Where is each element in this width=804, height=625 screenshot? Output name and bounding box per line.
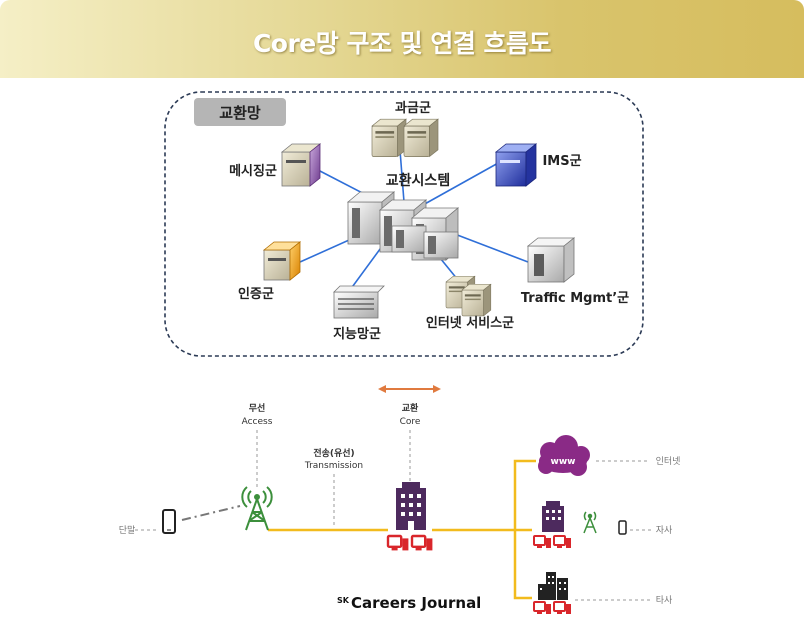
footer-logo-prefix: SK xyxy=(337,596,350,605)
own-carrier-building-icon xyxy=(542,501,564,532)
core-pc-icons xyxy=(386,534,434,552)
internet-label: 인터넷 xyxy=(656,456,681,467)
exchange-network-tag xyxy=(194,98,286,126)
internet-service-label: 인터넷 서비스군 xyxy=(426,315,514,331)
internet-cloud-icon xyxy=(538,435,590,476)
transmission-label-en: Transmission xyxy=(304,461,363,471)
banner-title: Core망 구조 및 연결 흐름도 xyxy=(252,29,552,58)
www-label: www xyxy=(551,457,576,467)
auth-server xyxy=(262,241,302,281)
traffic-mgmt-server xyxy=(526,237,576,283)
own-carrier-phone-icon xyxy=(618,520,627,535)
intelligent-network-label: 지능망군 xyxy=(333,326,381,342)
billing-cluster-label: 과금군 xyxy=(395,101,431,116)
label-leaders xyxy=(135,430,652,601)
traffic-mgmt-label: Traffic Mgmt’군 xyxy=(521,291,629,306)
core-label-en: Core xyxy=(400,417,421,427)
auth-cluster-label: 인증군 xyxy=(238,286,274,302)
cell-tower-icon xyxy=(241,486,273,531)
exchange-network-boundary xyxy=(164,91,644,357)
terminal-radio-link xyxy=(181,505,241,521)
ims-cluster-label: IMS군 xyxy=(542,154,581,169)
billing-servers xyxy=(371,118,439,158)
transmission-lines xyxy=(268,459,536,600)
core-label-ko: 교환 xyxy=(402,402,419,414)
exchange-system-servers xyxy=(346,191,460,261)
own-carrier-tower-icon xyxy=(583,511,597,534)
core-range-arrow xyxy=(378,385,441,393)
core-building-icon xyxy=(396,482,426,530)
terminal-label: 단말 xyxy=(119,524,136,536)
intelligent-network-server xyxy=(333,285,385,319)
access-label-en: Access xyxy=(242,417,273,427)
access-label-ko: 무선 xyxy=(249,402,266,414)
own-carrier-pc-icons xyxy=(533,535,572,549)
footer-logo-brand: Careers Journal xyxy=(351,594,481,612)
terminal-phone-icon xyxy=(162,509,176,534)
internet-service-servers xyxy=(445,275,492,317)
own-carrier-label: 자사 xyxy=(656,525,673,536)
banner: Core망 구조 및 연결 흐름도 xyxy=(0,0,804,78)
transmission-label-ko: 전송(유선) xyxy=(313,447,354,459)
exchange-system-label: 교환시스템 xyxy=(386,172,450,189)
messaging-cluster-label: 메시징군 xyxy=(229,163,277,179)
messaging-server xyxy=(280,143,322,187)
other-carrier-city-icon xyxy=(538,572,568,600)
other-carrier-pc-icons xyxy=(533,601,572,615)
ims-server xyxy=(494,143,538,187)
exchange-network-tag-label: 교환망 xyxy=(219,104,261,122)
other-carrier-label: 타사 xyxy=(656,595,673,606)
